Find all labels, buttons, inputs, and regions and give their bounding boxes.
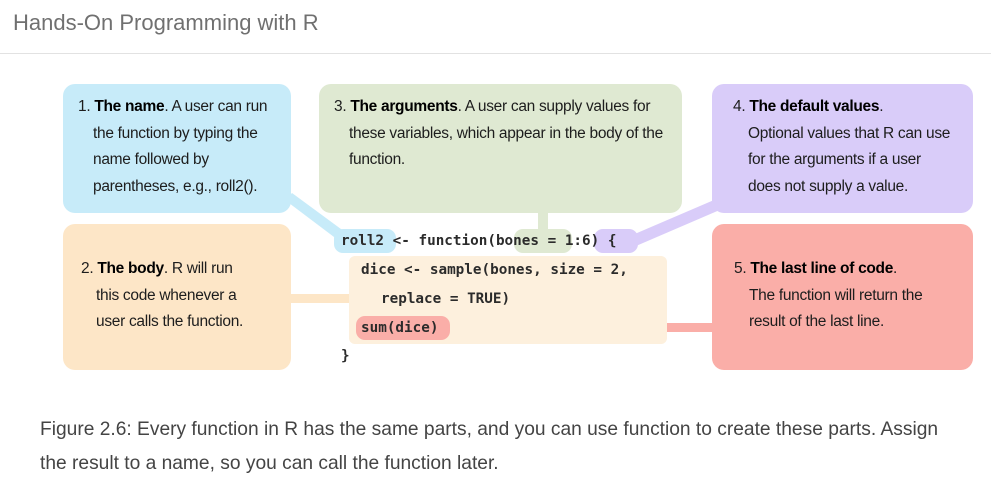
callout-name-line-2: the function by typing the xyxy=(93,124,258,142)
figure-caption: Figure 2.6: Every function in R has the … xyxy=(40,419,939,474)
callout-arguments-line-2: these variables, which appear in the bod… xyxy=(349,124,663,142)
callout-default-line-1: 4. The default values. xyxy=(733,98,884,115)
callout-default-values: 4. The default values. Optional values t… xyxy=(712,84,973,213)
callout-arguments-line-3: function. xyxy=(349,151,405,168)
code-line-5: } xyxy=(341,348,350,364)
callout-name-line-4: parentheses, e.g., roll2(). xyxy=(93,177,258,195)
code-default-value: 1:6 xyxy=(564,233,591,249)
page-header: Hands-On Programming with R xyxy=(0,0,991,54)
code-line-4: sum(dice) xyxy=(361,320,439,336)
code-line-2: dice <- sample(bones, size = 2, xyxy=(361,262,628,278)
highlight-name xyxy=(334,229,396,253)
connector-body xyxy=(289,294,351,303)
highlight-last-line xyxy=(356,316,450,340)
callout-body: 2. The body. R will run this code whenev… xyxy=(63,224,291,370)
callout-name-line-3: name followed by xyxy=(93,151,209,168)
callout-last-line: 5. The last line of code. The function w… xyxy=(712,224,973,370)
callout-name-line-1: 1. The name. A user can run xyxy=(78,98,268,115)
highlight-arguments xyxy=(514,229,572,253)
code-function-name: roll2 xyxy=(341,233,385,249)
code-argument: bones xyxy=(495,233,539,249)
code-line-3: replace = TRUE) xyxy=(381,291,511,307)
highlight-default xyxy=(594,229,638,253)
callout-default-line-2: Optional values that R can use xyxy=(748,124,951,142)
connector-arguments xyxy=(538,210,548,232)
callout-arguments: 3. The arguments. A user can supply valu… xyxy=(319,84,682,213)
callout-name: 1. The name. A user can run the function… xyxy=(63,84,291,213)
code-line-1: roll2 <- function(bones = 1:6) { xyxy=(341,233,617,249)
callout-last-line-line-2: The function will return the xyxy=(749,286,923,304)
book-title[interactable]: Hands-On Programming with R xyxy=(13,10,319,35)
callout-body-line-1: 2. The body. R will run xyxy=(81,260,233,277)
connector-default xyxy=(630,200,722,246)
callout-body-line-3: user calls the function. xyxy=(96,313,244,330)
callout-arguments-line-1: 3. The arguments. A user can supply valu… xyxy=(334,98,651,115)
connector-name xyxy=(285,193,345,240)
callout-body-line-2: this code whenever a xyxy=(96,286,237,304)
callout-last-line-line-1: 5. The last line of code. xyxy=(734,260,898,277)
callout-last-line-line-3: result of the last line. xyxy=(749,313,884,330)
callout-default-line-3: for the arguments if a user xyxy=(748,151,921,168)
callout-default-line-4: does not supply a value. xyxy=(748,177,908,195)
